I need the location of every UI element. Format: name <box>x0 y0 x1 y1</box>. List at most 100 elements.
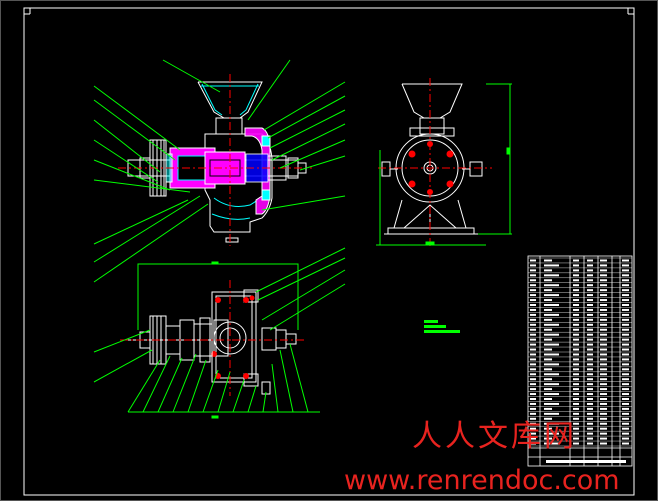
parts-list-cell-text <box>573 348 579 351</box>
parts-list-cell-text <box>600 269 607 272</box>
parts-list-cell-text <box>622 407 629 410</box>
parts-list-cell-text <box>573 412 579 415</box>
parts-list-cell-text <box>587 442 593 445</box>
parts-list-cell-text <box>573 417 579 420</box>
parts-list-cell-text <box>573 432 579 435</box>
parts-list-cell-text <box>573 304 579 306</box>
parts-list-cell-text <box>544 289 552 292</box>
technical-notes <box>424 320 460 333</box>
parts-list-cell-text <box>544 393 559 396</box>
parts-list-cell-text <box>544 422 559 425</box>
parts-list-cell-text <box>573 279 579 282</box>
parts-list-cell-text <box>573 442 579 445</box>
parts-list-cell-text <box>530 417 536 420</box>
parts-list-cell-text <box>622 402 629 405</box>
parts-list-cell-text <box>530 264 536 267</box>
parts-list-cell-text <box>573 264 579 267</box>
parts-list-cell-text <box>544 308 552 311</box>
parts-list-cell-text <box>530 412 536 415</box>
parts-list-cell-text <box>573 358 579 361</box>
parts-list-cell-text <box>587 398 593 400</box>
parts-list-cell-text <box>573 353 579 356</box>
watermark-url[interactable]: www.renrendoc.com <box>344 465 620 496</box>
parts-list-cell-text <box>544 368 552 371</box>
parts-list-cell-text <box>573 338 579 341</box>
parts-list-cell-text <box>573 323 579 326</box>
parts-list-cell-text <box>530 269 536 272</box>
parts-list-cell-text <box>544 259 552 262</box>
side-hopper <box>401 83 463 137</box>
parts-list-cell-text <box>600 422 607 425</box>
parts-list-cell-text <box>530 294 536 297</box>
parts-list-cell-text <box>587 294 593 297</box>
parts-list-cell-text <box>573 299 579 302</box>
parts-list-cell-text <box>544 388 552 391</box>
parts-list-cell-text <box>622 274 629 277</box>
parts-list-cell-text <box>573 373 579 376</box>
volute-cover <box>244 127 271 215</box>
title-block-text <box>546 460 626 463</box>
parts-list-cell-text <box>530 289 536 292</box>
parts-list-cell-text <box>622 343 629 346</box>
parts-list-cell-text <box>587 373 593 376</box>
parts-list-cell-text <box>587 279 593 282</box>
parts-list-cell-text <box>530 333 536 336</box>
parts-list-cell-text <box>600 338 607 341</box>
parts-list-cell-text <box>573 402 579 405</box>
parts-list-cell-text <box>587 289 593 292</box>
parts-list-cell-text <box>587 422 593 425</box>
top-centerlines <box>120 280 306 396</box>
parts-list-cell-text <box>587 274 593 277</box>
parts-list-cell-text <box>622 294 629 297</box>
parts-list-cell-text <box>600 259 607 262</box>
parts-list-cell-text <box>587 437 593 440</box>
parts-list-cell-text <box>587 417 593 420</box>
top-leader-lines <box>93 247 346 419</box>
top-bolts <box>211 295 255 379</box>
parts-list-cell-text <box>530 373 536 376</box>
parts-list-cell-text <box>530 427 536 430</box>
parts-list-cell-text <box>530 358 536 361</box>
front-centerlines <box>118 74 312 246</box>
parts-list-cell-text <box>573 393 579 396</box>
parts-list-cell-text <box>622 308 629 311</box>
top-casing <box>211 289 297 395</box>
parts-list-cell-text <box>544 313 559 316</box>
parts-list-cell-text <box>530 328 536 331</box>
parts-list-cell-text <box>544 279 552 282</box>
parts-list-cell-text <box>530 437 536 440</box>
parts-list-cell-text <box>600 353 607 356</box>
parts-list-cell-text <box>587 427 593 430</box>
parts-list-cell-text <box>530 284 536 287</box>
parts-list-cell-text <box>544 407 552 410</box>
parts-list-cell-text <box>573 368 579 371</box>
parts-list-cell-text <box>530 383 536 386</box>
parts-list-cell-text <box>622 368 629 371</box>
parts-list-cell-text <box>544 398 552 400</box>
parts-list-cell-text <box>544 432 559 435</box>
parts-list-cell-text <box>600 308 607 311</box>
parts-list-cell-text <box>600 318 607 321</box>
parts-list-cell-text <box>544 378 552 381</box>
parts-list-cell-text <box>587 412 593 415</box>
parts-list-cell-text <box>600 294 607 297</box>
parts-list-cell-text <box>530 304 536 306</box>
parts-list-cell-text <box>622 358 629 361</box>
parts-list-cell-text <box>573 343 579 346</box>
parts-list-cell-text <box>544 442 559 445</box>
parts-list-cell-text <box>600 388 607 391</box>
parts-list-cell-text <box>530 343 536 346</box>
parts-list-cell-text <box>530 363 536 366</box>
parts-list-cell-text <box>544 363 559 366</box>
parts-list-cell-text <box>600 289 607 292</box>
parts-list-cell-text <box>600 333 607 336</box>
parts-list-cell-text <box>622 279 629 282</box>
parts-list-cell-text <box>600 383 607 386</box>
parts-list-cell-text <box>544 358 552 361</box>
parts-list-cell-text <box>530 368 536 371</box>
parts-list-cell-text <box>530 274 536 277</box>
parts-list-cell-text <box>587 299 593 302</box>
parts-list-cell-text <box>544 338 552 341</box>
watermark-site-name: 人人文库网 <box>412 419 577 454</box>
parts-list-cell-text <box>530 422 536 425</box>
